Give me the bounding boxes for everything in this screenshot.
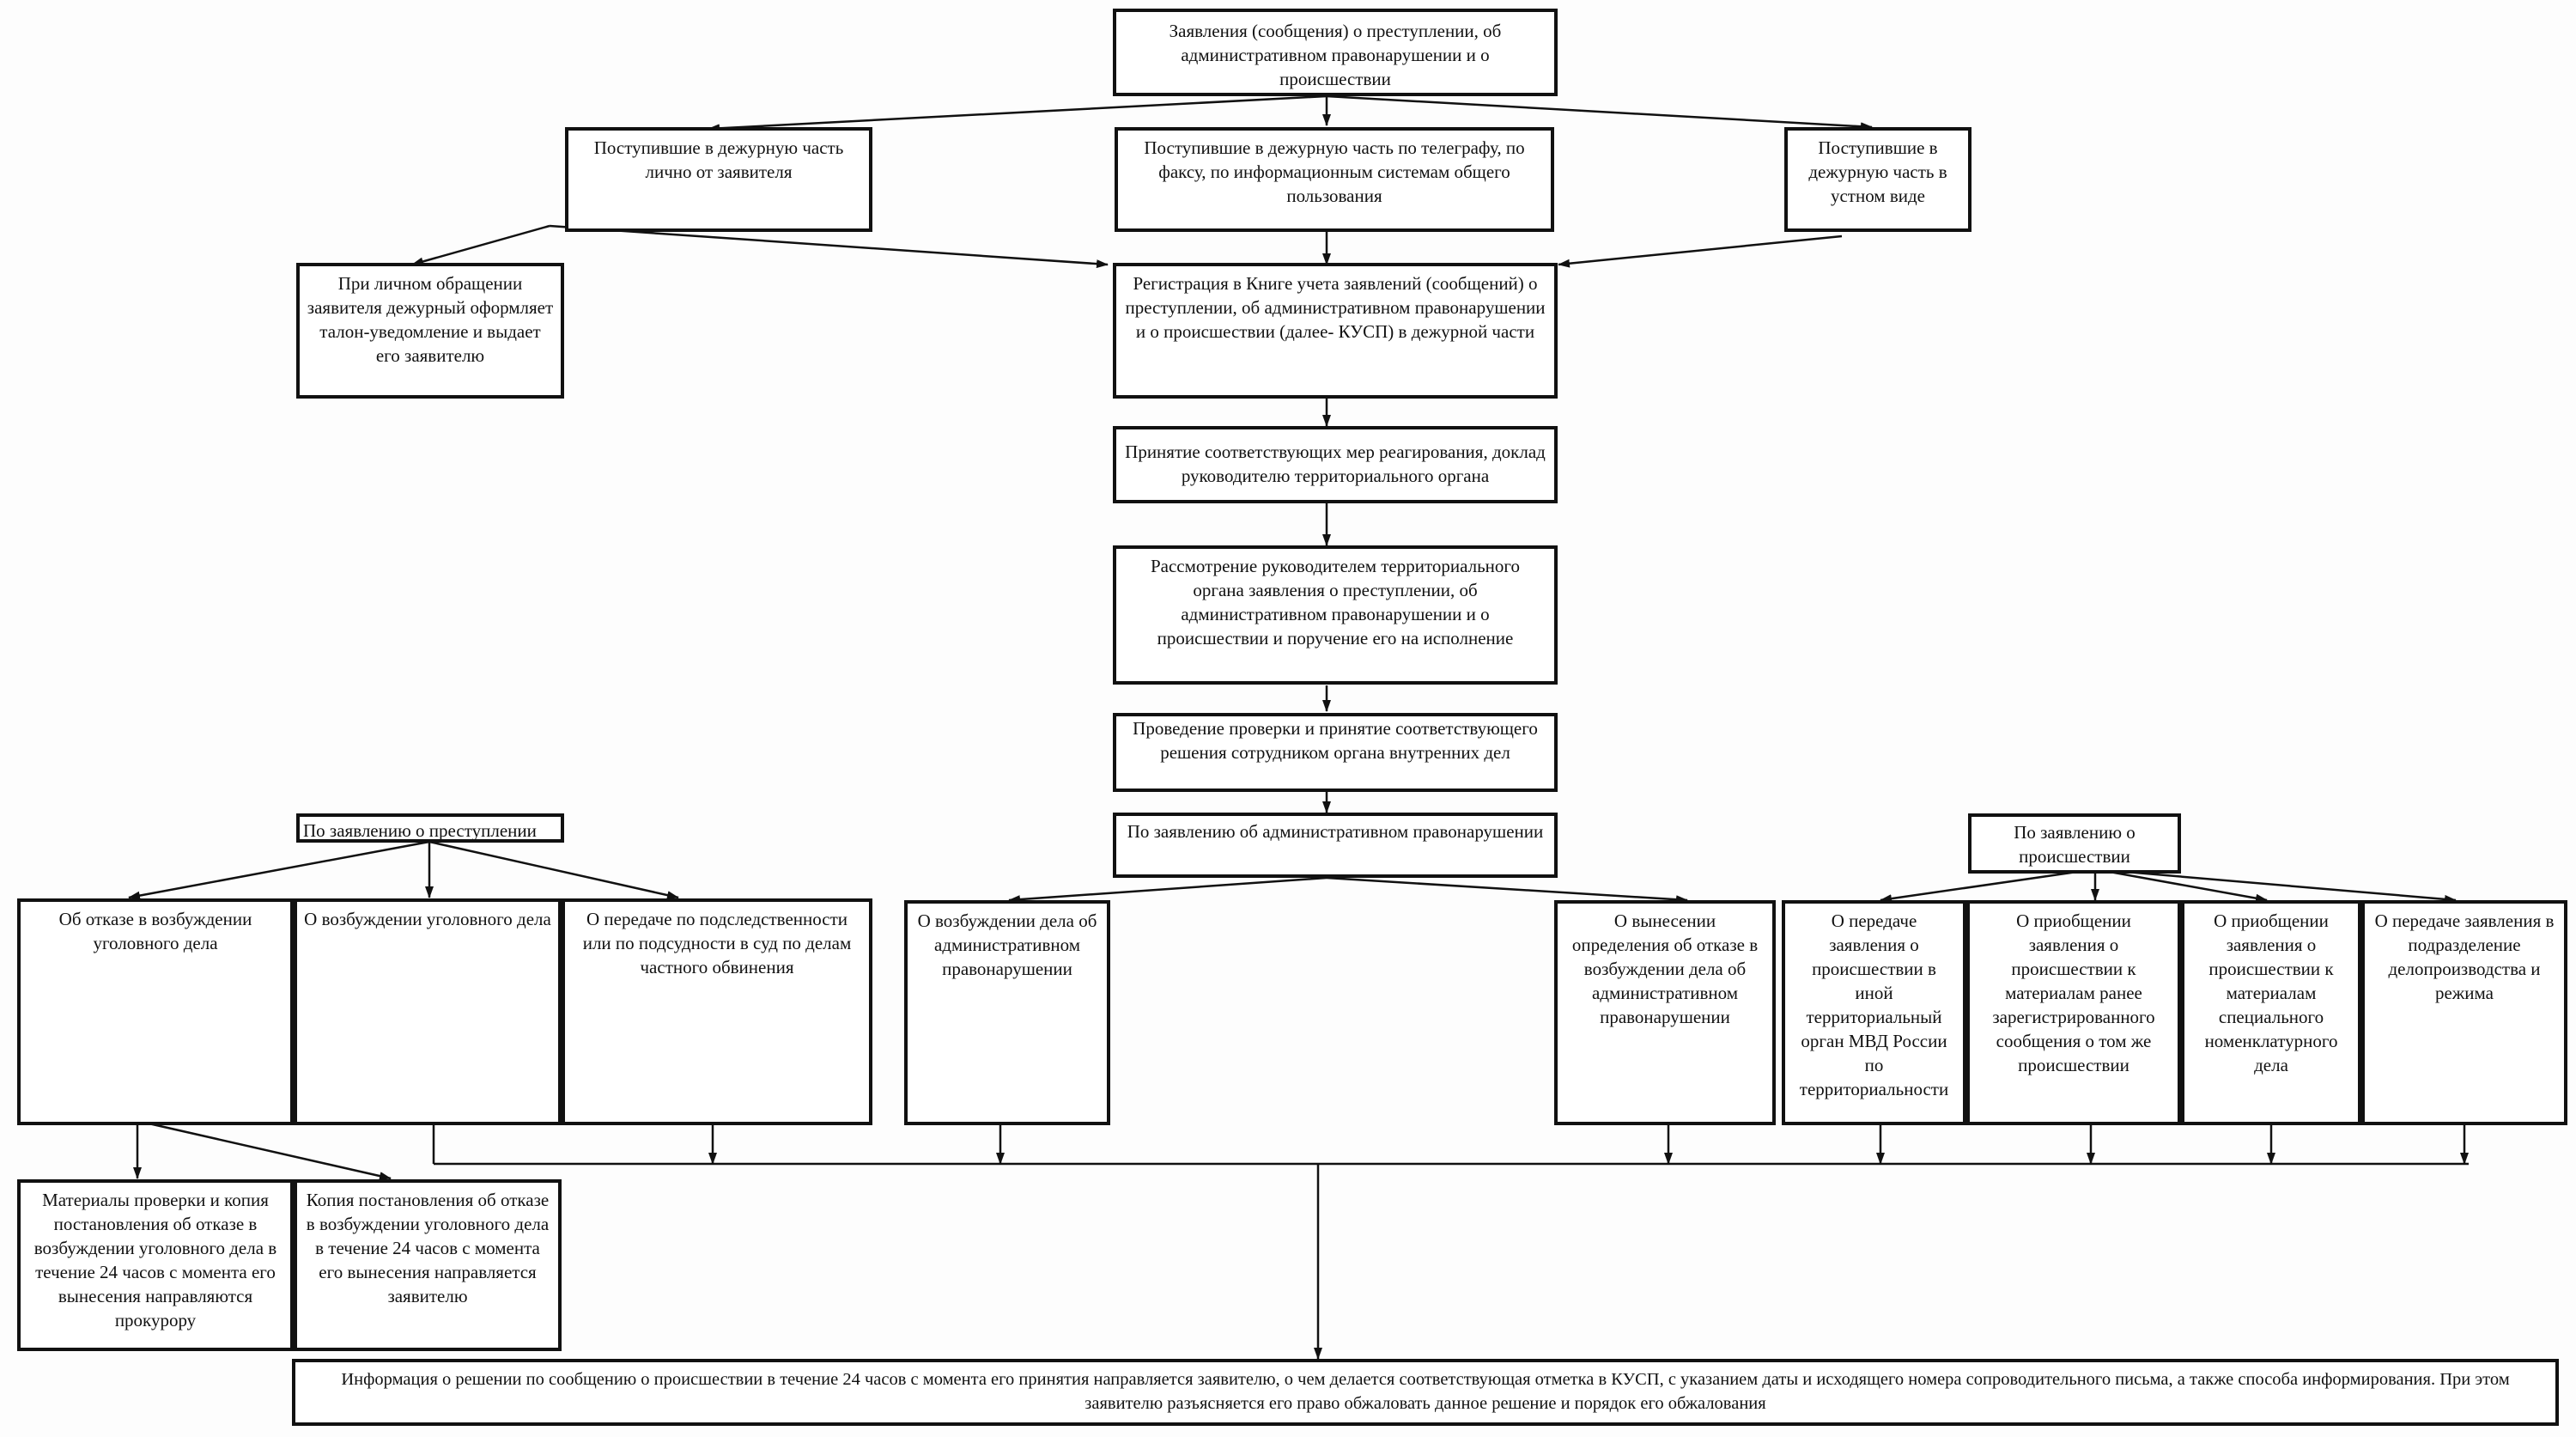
arrow-refuse-to-copy [137,1119,392,1180]
node-transfer-territorial: О передаче заявления о происшествии в ин… [1782,900,1966,1125]
node-initiate-criminal: О возбуждении уголовного дела [294,898,562,1125]
arrow-oral-to-registration [1558,234,1843,268]
node-registration-text: Регистрация в Книге учета заявлений (соо… [1125,273,1546,342]
arrow-in-person-to-talon [411,224,550,266]
node-transfer-jurisdiction-text: О передаче по подследственности или по п… [582,909,852,977]
arrow-admin-to-initiate [1008,876,1327,904]
node-incident: По заявлению о происшествии [1968,813,2181,874]
node-initiate-admin: О возбуждении дела об административном п… [904,900,1110,1125]
node-refuse-admin: О вынесении определения об отказе в возб… [1554,900,1776,1125]
node-attach-registered-text: О приобщении заявления о происшествии к … [1992,910,2155,1075]
node-admin-text: По заявлению об административном правона… [1127,821,1544,842]
arrow-crime-to-transfer [428,840,679,900]
arrow-incident-to-attach-nom [2094,868,2268,903]
node-check-text: Проведение проверки и принятие соответст… [1133,718,1538,763]
node-incident-text: По заявлению о происшествии [2014,822,2136,867]
node-initiate-criminal-text: О возбуждении уголовного дела [304,909,551,929]
arrow-in-person-to-registration [549,224,1109,269]
node-review: Рассмотрение руководителем территориальн… [1113,545,1558,685]
node-review-text: Рассмотрение руководителем территориальн… [1150,556,1520,648]
node-admin: По заявлению об административном правона… [1113,813,1558,878]
node-in-person-text: Поступившие в дежурную часть лично от за… [593,137,844,182]
node-top-text: Заявления (сообщения) о преступлении, об… [1169,21,1502,89]
node-attach-nomenclature: О приобщении заявления о происшествии к … [2181,900,2361,1125]
arrow-admin-to-refuse [1326,876,1688,904]
node-oral-text: Поступившие в дежурную часть в устном ви… [1808,137,1947,206]
node-refuse-criminal: Об отказе в возбуждении уголовного дела [17,898,294,1125]
node-in-person: Поступившие в дежурную часть лично от за… [565,127,872,232]
node-materials-prosecutor: Материалы проверки и копия постановления… [17,1179,294,1351]
arrow-incident-to-transfer-office [2094,868,2457,904]
node-refuse-admin-text: О вынесении определения об отказе в возб… [1571,910,1759,1027]
node-by-telegraph-text: Поступившие в дежурную часть по телеграф… [1144,137,1525,206]
arrow-top-to-in-person [708,94,1327,133]
node-transfer-office: О передаче заявления в подразделение дел… [2361,900,2567,1125]
node-initiate-admin-text: О возбуждении дела об административном п… [917,910,1097,979]
node-measures-text: Принятие соответствующих мер реагировани… [1125,441,1546,486]
node-attach-nomenclature-text: О приобщении заявления о происшествии к … [2204,910,2338,1075]
node-by-telegraph: Поступившие в дежурную часть по телеграф… [1115,127,1554,232]
node-attach-registered: О приобщении заявления о происшествии к … [1966,900,2181,1125]
node-talon: При личном обращении заявителя дежурный … [296,263,564,399]
node-copy-applicant: Копия постановления об отказе в возбужде… [294,1179,562,1351]
node-registration: Регистрация в Книге учета заявлений (соо… [1113,263,1558,399]
node-copy-applicant-text: Копия постановления об отказе в возбужде… [306,1190,550,1306]
node-transfer-territorial-text: О передаче заявления о происшествии в ин… [1799,910,1949,1099]
node-transfer-jurisdiction: О передаче по подследственности или по п… [562,898,872,1125]
arrow-incident-to-transfer-terr [1880,868,2096,904]
node-oral: Поступившие в дежурную часть в устном ви… [1784,127,1971,232]
node-crime: По заявлению о преступлении [296,813,564,843]
node-refuse-criminal-text: Об отказе в возбуждении уголовного дела [58,909,252,953]
node-transfer-office-text: О передаче заявления в подразделение дел… [2374,910,2555,1003]
node-final-text: Информация о решении по сообщению о прои… [341,1370,2510,1413]
node-final: Информация о решении по сообщению о прои… [292,1359,2559,1426]
node-materials-prosecutor-text: Материалы проверки и копия постановления… [33,1190,277,1330]
node-talon-text: При личном обращении заявителя дежурный … [307,273,554,366]
node-check: Проведение проверки и принятие соответст… [1113,713,1558,792]
arrow-top-to-oral [1326,94,1873,131]
node-measures: Принятие соответствующих мер реагировани… [1113,426,1558,503]
node-crime-text: По заявлению о преступлении [303,820,537,841]
node-top: Заявления (сообщения) о преступлении, об… [1113,9,1558,96]
arrow-crime-to-refuse [128,840,430,900]
